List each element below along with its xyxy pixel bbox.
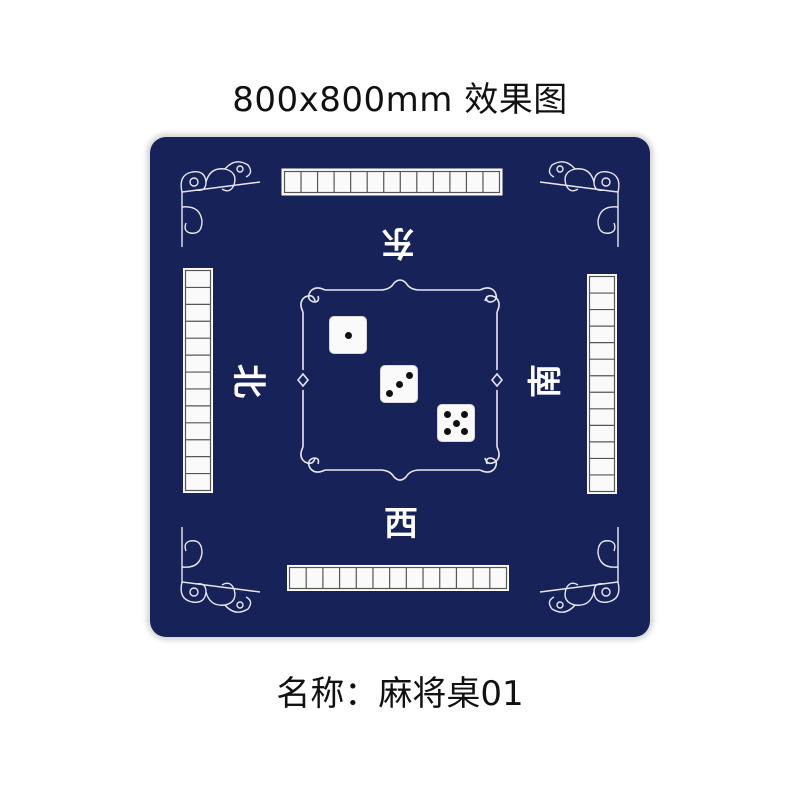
die-pip [344, 331, 352, 339]
corner-ornament-bottom-right [539, 527, 620, 613]
die-pip [461, 428, 468, 435]
die-three [381, 366, 417, 402]
corner-ornament-bottom-left [180, 527, 261, 613]
page-title: 800x800mm 效果图 [232, 80, 568, 120]
wind-east-label: 东 [381, 222, 415, 262]
wind-north-label: 北 [228, 364, 268, 398]
die-one [330, 317, 366, 353]
corner-ornament-top-right [539, 161, 620, 247]
die-pip [444, 411, 451, 418]
tile-rack-top [281, 168, 503, 196]
die-pip [386, 390, 393, 397]
die-pip [395, 381, 403, 388]
product-name-caption: 名称：麻将桌01 [276, 674, 524, 714]
tile-rack-right [587, 274, 617, 494]
wind-south-label: 南 [526, 364, 566, 398]
die-pip [444, 428, 451, 435]
wind-west-label: 西 [384, 504, 418, 544]
die-pip [406, 372, 413, 379]
mahjong-mat: 东 北 南 西 [150, 137, 650, 637]
corner-ornament-top-left [180, 161, 261, 247]
die-pip [461, 411, 468, 418]
mat-artwork [150, 137, 650, 637]
center-frame [296, 279, 504, 481]
tile-rack-bottom [287, 565, 509, 591]
die-pip [452, 419, 460, 427]
die-five [438, 405, 474, 441]
tile-rack-left [183, 268, 213, 493]
